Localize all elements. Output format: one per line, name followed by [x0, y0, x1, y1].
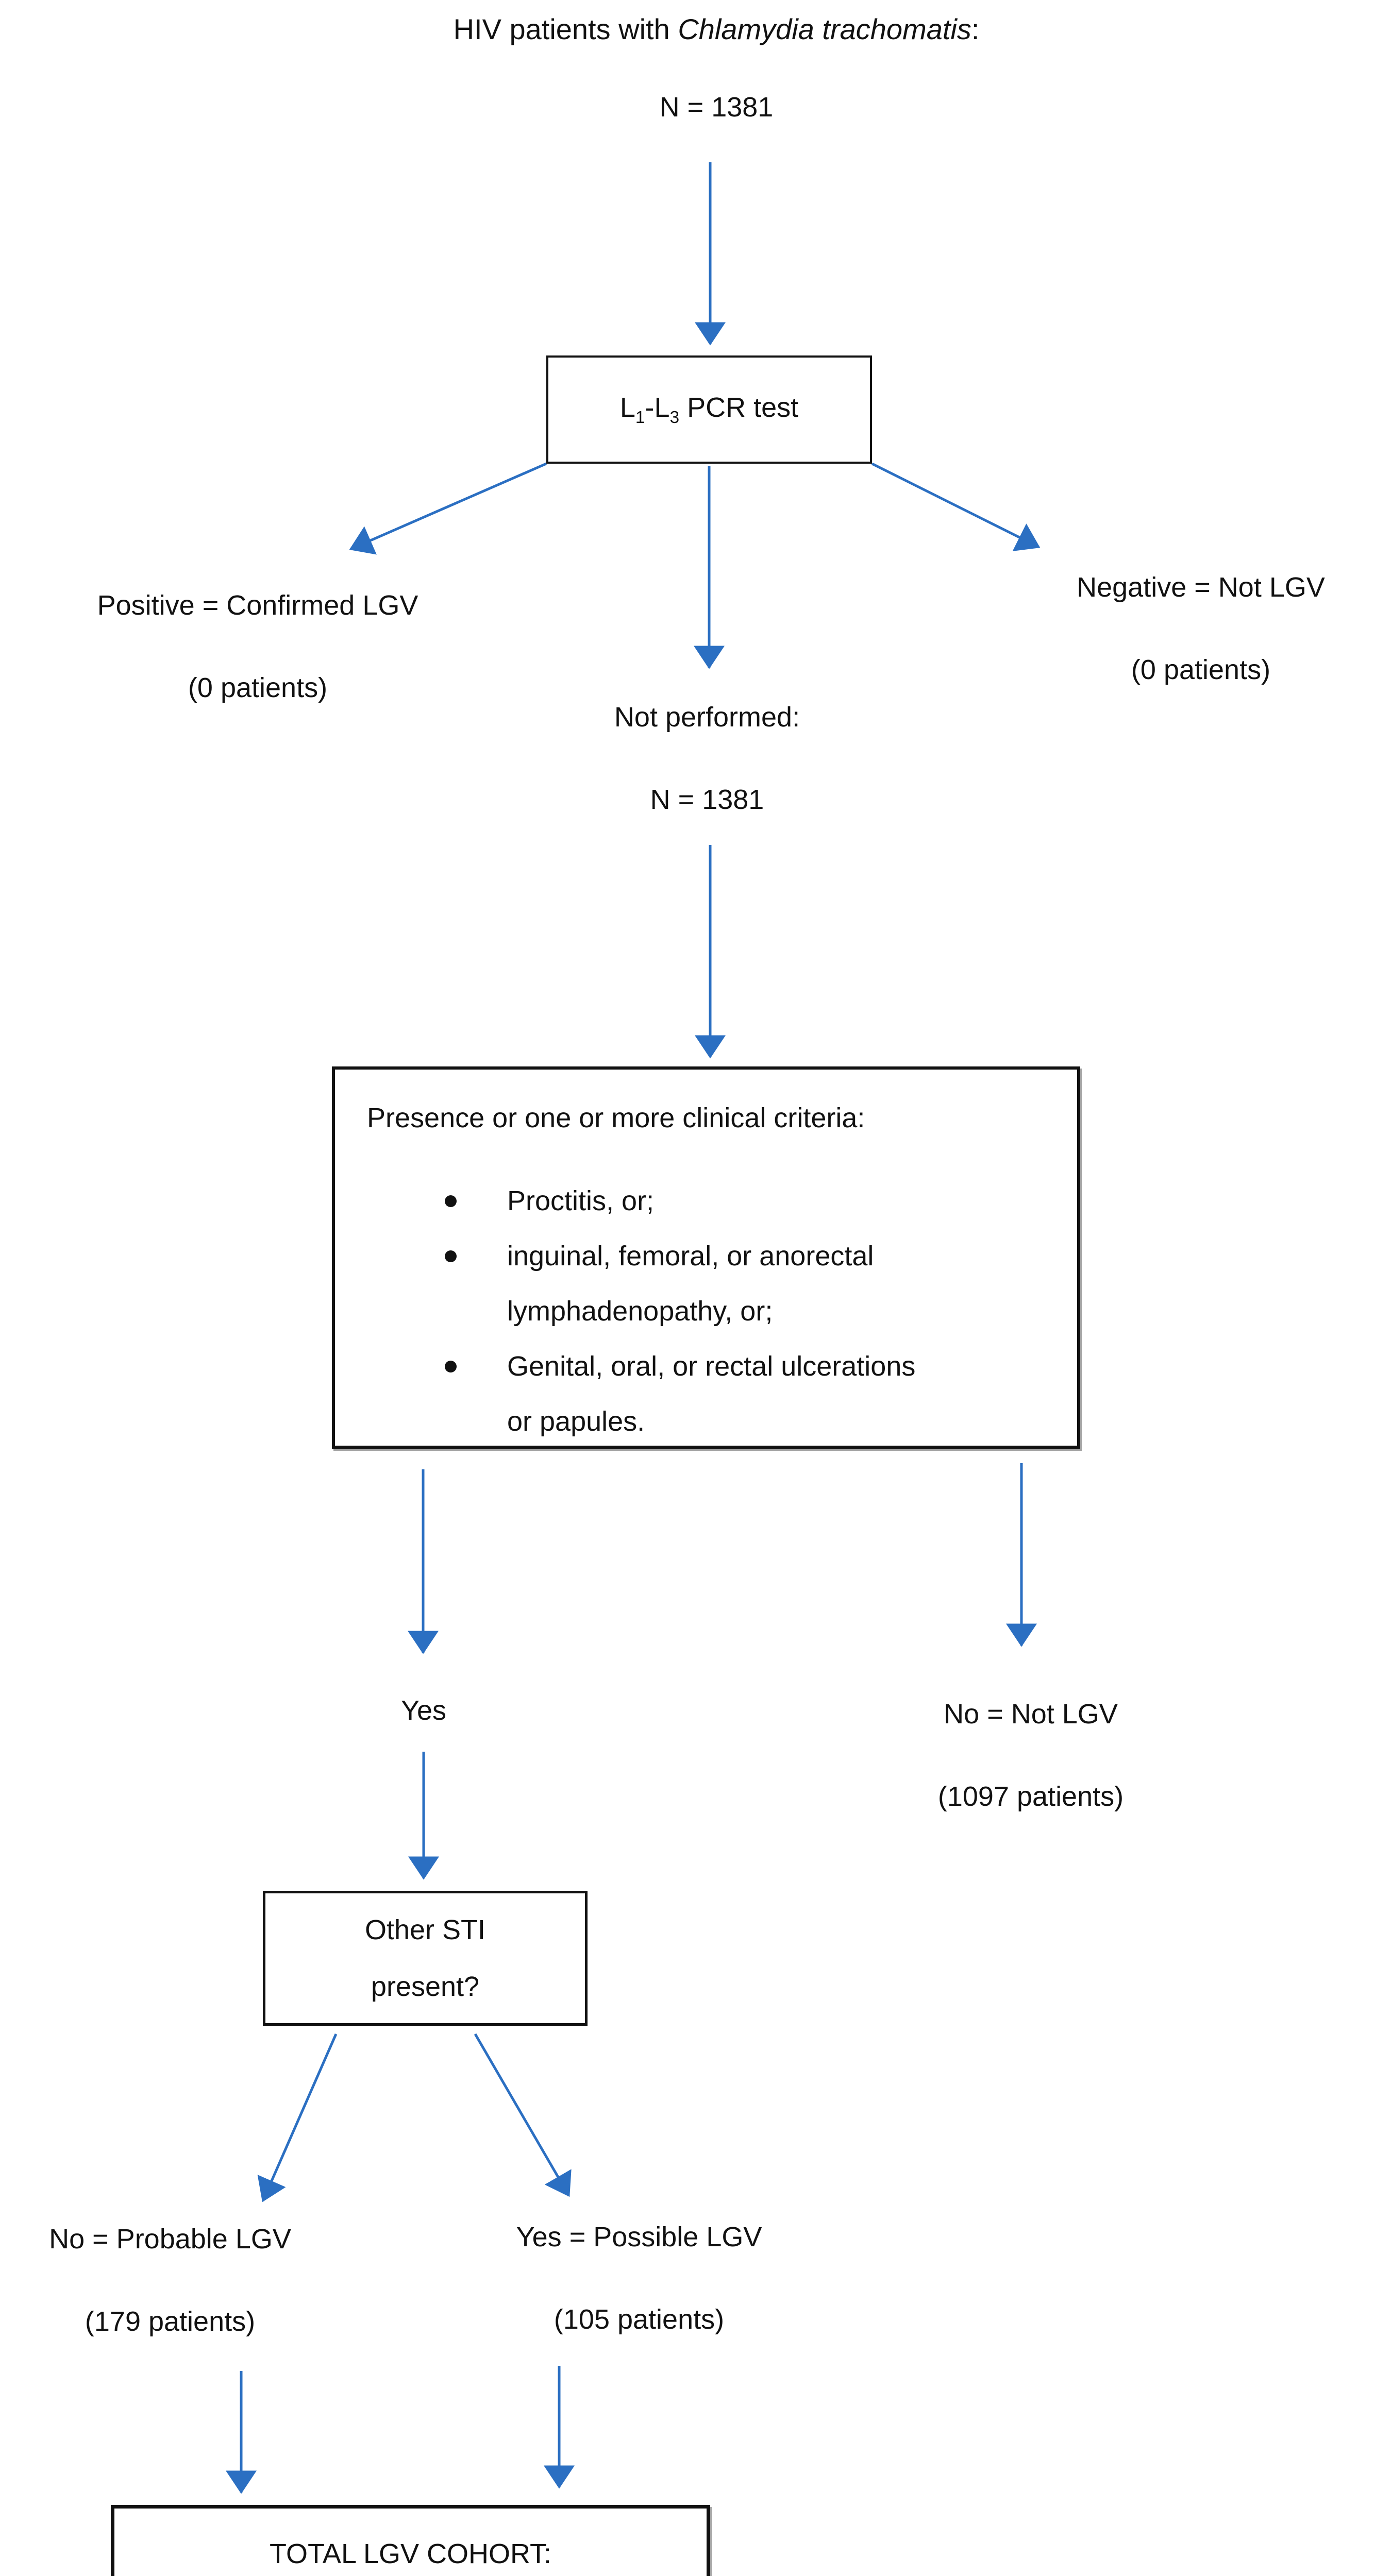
pcr-l2: -L [645, 392, 670, 423]
criteria-bullet-lymphadenopathy: inguinal, femoral, or anorectal lymphade… [367, 1229, 1062, 1339]
negative-text: Negative = Not LGV [1077, 572, 1325, 603]
possible-text: Yes = Possible LGV [516, 2222, 762, 2252]
pcr-test-label: L1-L3 PCR test [620, 392, 798, 428]
no-notlgv-count: (1097 patients) [937, 1781, 1124, 1812]
pcr-sub1: 1 [635, 408, 645, 427]
root-n-label: N = 1381 [660, 92, 774, 123]
probable-text: No = Probable LGV [49, 2224, 291, 2255]
probable-count: (179 patients) [85, 2306, 256, 2337]
not-performed-n: N = 1381 [650, 784, 764, 815]
criteria-bullet-ulcerations: Genital, oral, or rectal ulcerations or … [367, 1339, 1062, 1449]
possible-count: (105 patients) [554, 2304, 725, 2335]
criteria-no-label: No = Not LGV (1097 patients) [938, 1673, 1124, 1838]
pcr-suffix: PCR test [679, 392, 799, 423]
total-cohort-node: TOTAL LGV COHORT: N = 284 [111, 2505, 710, 2576]
positive-count: (0 patients) [188, 672, 328, 703]
possible-lgv-label: Yes = Possible LGV (105 patients) [516, 2196, 762, 2361]
total-title: TOTAL LGV COHORT: [269, 2538, 552, 2569]
clinical-criteria-node: Presence or one or more clinical criteri… [332, 1066, 1080, 1449]
criteria-bullet-proctitis: Proctitis, or; [367, 1174, 1062, 1229]
pcr-l1: L [619, 392, 635, 423]
title-prefix: HIV patients with [453, 13, 678, 45]
negative-count: (0 patients) [1131, 654, 1271, 685]
not-performed-label: Not performed: N = 1381 [614, 676, 800, 841]
criteria-yes-label: Yes [401, 1695, 446, 1726]
no-notlgv-text: No = Not LGV [944, 1699, 1118, 1730]
probable-lgv-label: No = Probable LGV (179 patients) [49, 2198, 291, 2363]
not-performed-text: Not performed: [614, 702, 800, 733]
bullet-line: lymphadenopathy, or; [507, 1296, 773, 1327]
title-suffix: : [971, 13, 980, 45]
bullet-line: or papules. [507, 1406, 645, 1437]
criteria-bullet-list: Proctitis, or; inguinal, femoral, or ano… [367, 1174, 1062, 1449]
pcr-sub3: 3 [669, 408, 680, 427]
sti-line1: Other STI [364, 1914, 486, 1945]
pcr-test-node: L1-L3 PCR test [546, 355, 872, 464]
bullet-line: Proctitis, or; [507, 1185, 655, 1216]
negative-branch-label: Negative = Not LGV (0 patients) [1077, 546, 1325, 711]
arrow-sti-to-possible [474, 2033, 572, 2197]
positive-branch-label: Positive = Confirmed LGV (0 patients) [97, 564, 418, 729]
bullet-line: Genital, oral, or rectal ulcerations [507, 1351, 916, 1382]
root-n-value: N = 1381 [659, 92, 774, 123]
yes-text: Yes [400, 1695, 447, 1726]
criteria-title: Presence or one or more clinical criteri… [367, 1103, 865, 1133]
sti-line2: present? [371, 1971, 480, 2002]
arrow-pcr-to-positive [349, 462, 547, 555]
arrow-sti-to-probable [257, 2033, 338, 2202]
title-species-italic: Chlamydia trachomatis [678, 13, 971, 45]
chart-title: HIV patients with Chlamydia trachomatis: [454, 0, 980, 60]
positive-text: Positive = Confirmed LGV [97, 590, 418, 621]
other-sti-node: Other STI present? [263, 1891, 588, 2026]
bullet-line: inguinal, femoral, or anorectal [507, 1241, 874, 1272]
arrow-pcr-to-negative [871, 462, 1041, 551]
